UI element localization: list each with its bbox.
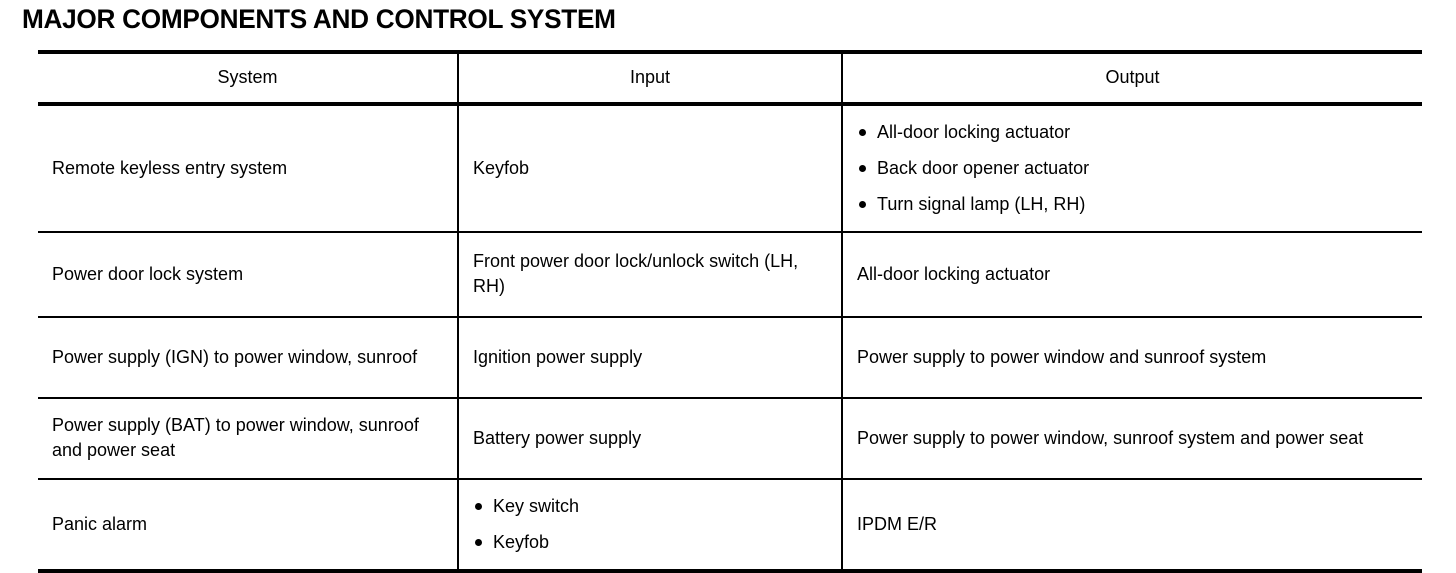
cell-output: All-door locking actuator [841,232,1422,318]
cell-system: Power supply (BAT) to power window, sunr… [38,398,458,480]
cell-input: Ignition power supply [457,317,842,399]
table-row: Power supply (IGN) to power window, sunr… [38,317,1422,399]
page-root: MAJOR COMPONENTS AND CONTROL SYSTEM Syst… [22,4,1422,573]
table-header-row: System Input Output [38,50,1422,106]
cell-output: Power supply to power window, sunroof sy… [841,398,1422,480]
cell-input: Battery power supply [457,398,842,480]
system-label: Power door lock system [52,263,244,284]
cell-output: IPDM E/R [841,479,1422,573]
cell-system: Power supply (IGN) to power window, sunr… [38,317,458,399]
table-body: Remote keyless entry system Keyfob All-d… [38,104,1422,573]
list-item: Key switch [473,494,827,518]
input-label: Ignition power supply [473,346,643,367]
input-label: Front power door lock/unlock switch (LH,… [473,251,799,296]
system-label: Remote keyless entry system [52,157,288,178]
column-header-output: Output [841,50,1422,106]
cell-input: Key switch Keyfob [457,479,842,573]
system-label: Panic alarm [52,513,148,534]
system-label: Power supply (IGN) to power window, sunr… [52,346,418,367]
page-title: MAJOR COMPONENTS AND CONTROL SYSTEM [22,4,616,34]
input-label: Keyfob [473,157,530,178]
cell-system: Panic alarm [38,479,458,573]
input-bullet-list: Key switch Keyfob [473,494,827,554]
list-item: Back door opener actuator [857,156,1408,180]
cell-input: Front power door lock/unlock switch (LH,… [457,232,842,318]
column-header-system: System [38,50,458,106]
table-row: Power supply (BAT) to power window, sunr… [38,398,1422,480]
output-bullet-list: All-door locking actuator Back door open… [857,120,1408,216]
table-row: Panic alarm Key switch Keyfob IPDM E/R [38,479,1422,573]
cell-output: Power supply to power window and sunroof… [841,317,1422,399]
column-header-input: Input [457,50,842,106]
output-label: IPDM E/R [857,513,938,534]
table-row: Power door lock system Front power door … [38,232,1422,318]
cell-system: Power door lock system [38,232,458,318]
cell-input: Keyfob [457,104,842,233]
input-label: Battery power supply [473,427,642,448]
table-header: System Input Output [38,50,1422,106]
major-components-table: System Input Output Remote keyless entry… [38,50,1422,573]
output-label: Power supply to power window, sunroof sy… [857,427,1364,448]
cell-system: Remote keyless entry system [38,104,458,233]
list-item: All-door locking actuator [857,120,1408,144]
output-label: All-door locking actuator [857,263,1051,284]
table-row: Remote keyless entry system Keyfob All-d… [38,104,1422,233]
list-item: Turn signal lamp (LH, RH) [857,192,1408,216]
spec-table-container: System Input Output Remote keyless entry… [38,50,1422,573]
list-item: Keyfob [473,530,827,554]
cell-output: All-door locking actuator Back door open… [841,104,1422,233]
output-label: Power supply to power window and sunroof… [857,346,1267,367]
system-label: Power supply (BAT) to power window, sunr… [52,415,419,460]
